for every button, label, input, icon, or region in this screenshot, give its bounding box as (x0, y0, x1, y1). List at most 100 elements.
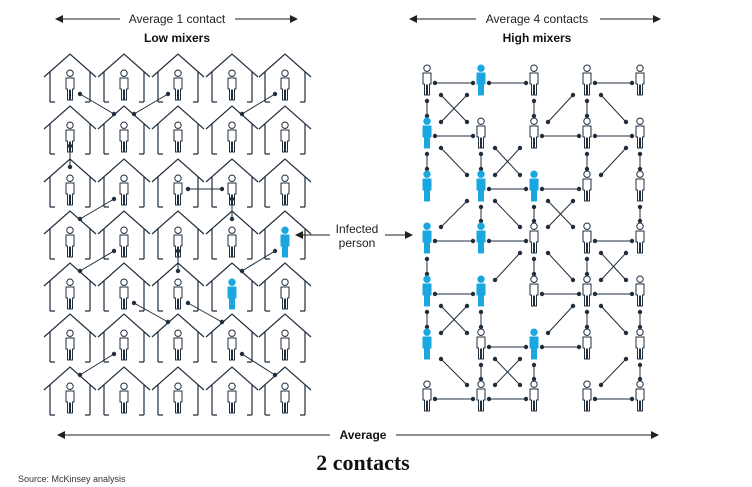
house (205, 262, 259, 312)
contact-link (440, 147, 468, 176)
contact-link-end-b (492, 277, 498, 283)
contact-link-end-a (584, 151, 590, 157)
person-icon (529, 170, 539, 202)
contact-link-end-a (424, 98, 430, 104)
person-icon (280, 174, 290, 206)
contact-link-end-a (111, 351, 117, 357)
contact-link-end-a (486, 186, 492, 192)
contact-link-end-a (539, 133, 545, 139)
person-icon (65, 174, 75, 206)
person-icon (119, 226, 129, 258)
contact-link-end-a (531, 256, 537, 262)
contact-link-end-a (592, 238, 598, 244)
person-icon (529, 64, 539, 96)
person-icon (582, 117, 592, 149)
infected-label-line2: person (339, 236, 376, 250)
contact-link-end-b (229, 196, 235, 202)
contact-link (600, 305, 627, 334)
contact-link-end-b (438, 119, 444, 125)
house (43, 158, 97, 208)
house (43, 313, 97, 363)
contact-link (440, 305, 468, 334)
contact-link (79, 250, 115, 272)
house (97, 210, 151, 260)
house (258, 313, 312, 363)
contact-link-end-b (478, 166, 484, 172)
contact-link-end-a (592, 396, 598, 402)
contact-link-end-a (438, 303, 444, 309)
person-icon (227, 278, 237, 310)
contact-link-end-a (598, 92, 604, 98)
person-icon (280, 329, 290, 361)
contact-link-end-b (523, 344, 529, 350)
contact-link (494, 252, 521, 281)
person-icon (227, 226, 237, 258)
contact-link-end-b (523, 80, 529, 86)
contact-link-end-b (584, 271, 590, 277)
contact-link (600, 147, 627, 176)
contact-link-end-a (623, 250, 629, 256)
contact-link-end-a (492, 198, 498, 204)
contact-link-end-a (637, 309, 643, 315)
person-icon (119, 174, 129, 206)
person-icon (280, 278, 290, 310)
house (97, 158, 151, 208)
contact-link (494, 147, 521, 176)
contact-link (187, 302, 223, 323)
person-icon (476, 380, 486, 412)
person-icon (635, 222, 645, 254)
contact-link-end-a (67, 143, 73, 149)
contact-link-end-a (175, 268, 181, 274)
contact-link (494, 358, 521, 386)
contact-link-end-b (438, 224, 444, 230)
contact-link-end-a (486, 80, 492, 86)
contact-link-end-b (272, 372, 278, 378)
person-icon (582, 328, 592, 360)
contact-link-end-b (464, 382, 470, 388)
contact-link-end-b (424, 324, 430, 330)
person-icon (119, 121, 129, 153)
contact-link-end-b (424, 271, 430, 277)
contact-link-end-b (185, 300, 191, 306)
contact-link-end-a (424, 256, 430, 262)
contact-link-end-a (464, 198, 470, 204)
house (43, 366, 97, 416)
high-subheading: High mixers (503, 31, 572, 45)
contact-link-end-a (637, 362, 643, 368)
person-icon (529, 222, 539, 254)
person-icon (422, 328, 432, 360)
contact-link-end-b (478, 376, 484, 382)
person-icon (476, 117, 486, 149)
contact-link-end-b (464, 330, 470, 336)
contact-link-end-b (629, 396, 635, 402)
contact-link-end-a (531, 98, 537, 104)
person-icon (227, 329, 237, 361)
contact-link-end-a (111, 196, 117, 202)
contact-link-end-b (165, 319, 171, 325)
person-icon (529, 275, 539, 307)
contact-link-end-b (576, 344, 582, 350)
person-icon (476, 275, 486, 307)
contact-link-end-a (432, 238, 438, 244)
person-icon (280, 69, 290, 101)
contact-link-end-a (570, 92, 576, 98)
house (97, 313, 151, 363)
high-heading: Average 4 contacts (486, 12, 589, 26)
contact-link (241, 93, 276, 115)
contact-link (600, 358, 627, 386)
contact-link-end-a (239, 111, 245, 117)
person-icon (635, 64, 645, 96)
contact-link-end-b (598, 277, 604, 283)
contact-link-end-a (438, 356, 444, 362)
house (205, 105, 259, 155)
contact-link-end-a (623, 356, 629, 362)
contact-link-end-b (175, 248, 181, 254)
contact-link-end-a (592, 133, 598, 139)
contact-link-end-b (598, 172, 604, 178)
contact-link (440, 200, 468, 228)
contact-link (600, 252, 627, 281)
contact-link (547, 305, 574, 334)
contact-link-end-a (432, 133, 438, 139)
person-icon (227, 69, 237, 101)
